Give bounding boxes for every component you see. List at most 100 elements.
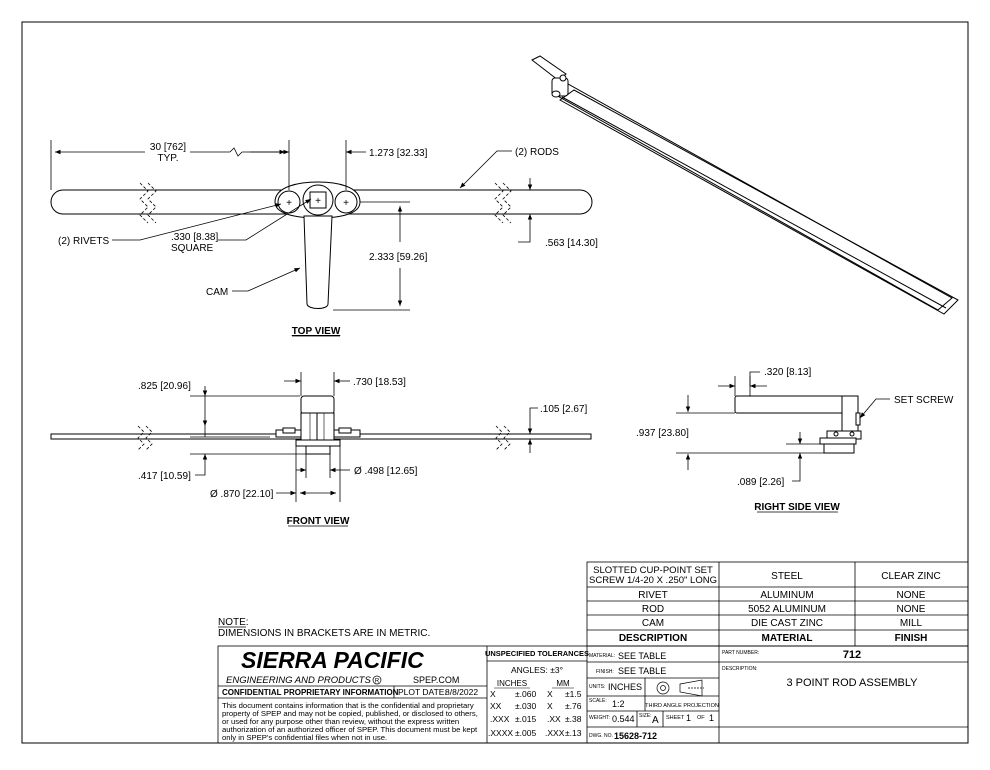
dim-offset: 1.273 [32.33] <box>369 148 428 159</box>
size-label: SIZE: <box>639 713 652 719</box>
bom-row2-finish: NONE <box>897 590 926 601</box>
typ-label: TYP. <box>158 153 179 164</box>
rod-thickness-dim: .105 [2.67] <box>540 404 588 415</box>
part-number: 712 <box>843 649 861 661</box>
confidential-line-4: authorization of an authorized officer o… <box>222 725 478 734</box>
svg-text:.XX: .XX <box>547 714 561 724</box>
svg-text:+: + <box>343 198 349 209</box>
bom-row1-desc-b: SCREW 1/4-20 X .250" LONG <box>589 575 717 586</box>
bom-row4-material: DIE CAST ZINC <box>751 618 823 629</box>
dwg-value: 15628-712 <box>614 731 657 741</box>
hub-dia-dim: Ø .498 [12.65] <box>354 466 418 477</box>
bom-row1-material: STEEL <box>771 571 803 582</box>
company-sub: ENGINEERING AND PRODUCTS <box>226 675 371 686</box>
svg-text:±.060: ±.060 <box>515 689 536 699</box>
svg-text:±.13: ±.13 <box>565 728 582 738</box>
confidential-line-3: or used for any purpose other than revie… <box>222 717 459 726</box>
title-block: SIERRA PACIFIC ENGINEERING AND PRODUCTS … <box>217 645 969 744</box>
confidential-line-5: only in SPEP's confidential files when n… <box>222 733 387 742</box>
square-label: SQUARE <box>171 243 214 254</box>
bom-row3-finish: NONE <box>897 604 926 615</box>
projection-label: THIRD ANGLE PROJECTION <box>645 703 719 709</box>
cam-length-dim: 2.333 [59.26] <box>369 252 428 263</box>
finish-value: SEE TABLE <box>618 666 666 676</box>
set-screw-label: SET SCREW <box>894 395 954 406</box>
cam-label: CAM <box>206 287 228 298</box>
angles: ANGLES: ±3° <box>511 665 563 675</box>
bom-row4-desc: CAM <box>642 618 664 629</box>
isometric-view <box>531 55 959 315</box>
dim-length: 30 [762] <box>150 142 186 153</box>
side-top-dim: .320 [8.13] <box>764 367 812 378</box>
svg-text:XX: XX <box>490 701 502 711</box>
cam-body-front <box>300 395 335 415</box>
cam-height-dim: .825 [20.96] <box>138 381 191 392</box>
tolerances-title: UNSPECIFIED TOLERANCES <box>485 649 589 658</box>
size-value: A <box>652 715 659 726</box>
scale-label: SCALE: <box>589 698 607 704</box>
front-view-title: FRONT VIEW <box>287 516 350 527</box>
svg-text:±.030: ±.030 <box>515 701 536 711</box>
dwg-label: DWG. NO. <box>589 733 613 739</box>
plot-date: 8/8/2022 <box>445 687 478 697</box>
finish-label: FINISH: <box>596 669 614 675</box>
break-lines-top <box>139 182 512 224</box>
registered-mark <box>372 675 382 685</box>
rivets-label: (2) RIVETS <box>58 236 109 247</box>
cam-side <box>734 395 859 414</box>
units-label: UNITS: <box>589 684 605 690</box>
confidential-line-2: property of SPEP and may not be copied, … <box>222 709 478 718</box>
side-view-title: RIGHT SIDE VIEW <box>754 502 840 513</box>
top-view: + + + <box>50 140 598 337</box>
material-value: SEE TABLE <box>618 651 666 661</box>
svg-text:+: + <box>315 196 321 207</box>
sheet-value: 1 <box>686 713 691 723</box>
note-title: NOTE: <box>218 617 249 628</box>
projection-symbol <box>656 679 704 697</box>
website: SPEP.COM <box>413 675 459 685</box>
bom-row3-material: 5052 ALUMINUM <box>748 604 826 615</box>
svg-text:±.38: ±.38 <box>565 714 582 724</box>
front-view: .825 [20.96] .730 [18.53] .105 [2.67] .4… <box>50 372 592 527</box>
of-value: 1 <box>709 713 714 723</box>
bom-header-desc: DESCRIPTION <box>619 633 687 644</box>
bom-row2-material: ALUMINUM <box>760 590 813 601</box>
cam-width-dim: .730 [18.53] <box>353 377 406 388</box>
units-value: INCHES <box>608 682 642 692</box>
description: 3 POINT ROD ASSEMBLY <box>786 677 918 689</box>
svg-text:.XXX: .XXX <box>545 728 565 738</box>
svg-text:±.005: ±.005 <box>515 728 536 738</box>
scale-value: 1:2 <box>612 699 625 709</box>
company-name: SIERRA PACIFIC <box>241 647 424 673</box>
bom-row4-finish: MILL <box>900 618 923 629</box>
sheet-label: SHEET <box>666 715 685 721</box>
bom-row2-desc: RIVET <box>638 590 667 601</box>
mm-label: MM <box>556 679 570 688</box>
right-side-view: .320 [8.13] SET SCREW .937 [23.80] .089 … <box>636 367 954 513</box>
svg-text:X: X <box>490 689 496 699</box>
bom-row1-finish: CLEAR ZINC <box>881 571 940 582</box>
svg-text:±.76: ±.76 <box>565 701 582 711</box>
flange-dia-dim: Ø .870 [22.10] <box>210 489 274 500</box>
bom-header-finish: FINISH <box>895 633 928 644</box>
svg-text:.XXXX: .XXXX <box>488 728 513 738</box>
below-dim: .417 [10.59] <box>138 471 191 482</box>
plot-date-label: PLOT DATE: <box>398 687 447 697</box>
top-view-title: TOP VIEW <box>292 326 341 337</box>
bom-row3-desc: ROD <box>642 604 664 615</box>
bom-table: SLOTTED CUP-POINT SET SCREW 1/4-20 X .25… <box>586 561 969 647</box>
svg-text:X: X <box>547 689 553 699</box>
confidential-line-1: This document contains information that … <box>222 701 474 710</box>
square-dim: .330 [8.38] <box>171 232 218 243</box>
bom-header-material: MATERIAL <box>762 633 813 644</box>
cam-handle-top <box>303 215 333 309</box>
confidential-title: CONFIDENTIAL PROPRIETARY INFORMATION <box>222 688 399 697</box>
description-label: DESCRIPTION: <box>722 666 758 672</box>
note: NOTE: DIMENSIONS IN BRACKETS ARE IN METR… <box>218 617 430 639</box>
weight-value: 0.544 <box>612 714 635 724</box>
material-label: MATERIAL: <box>589 653 615 659</box>
svg-text:R: R <box>375 679 380 685</box>
svg-text:.XXX: .XXX <box>490 714 510 724</box>
svg-text:±.015: ±.015 <box>515 714 536 724</box>
